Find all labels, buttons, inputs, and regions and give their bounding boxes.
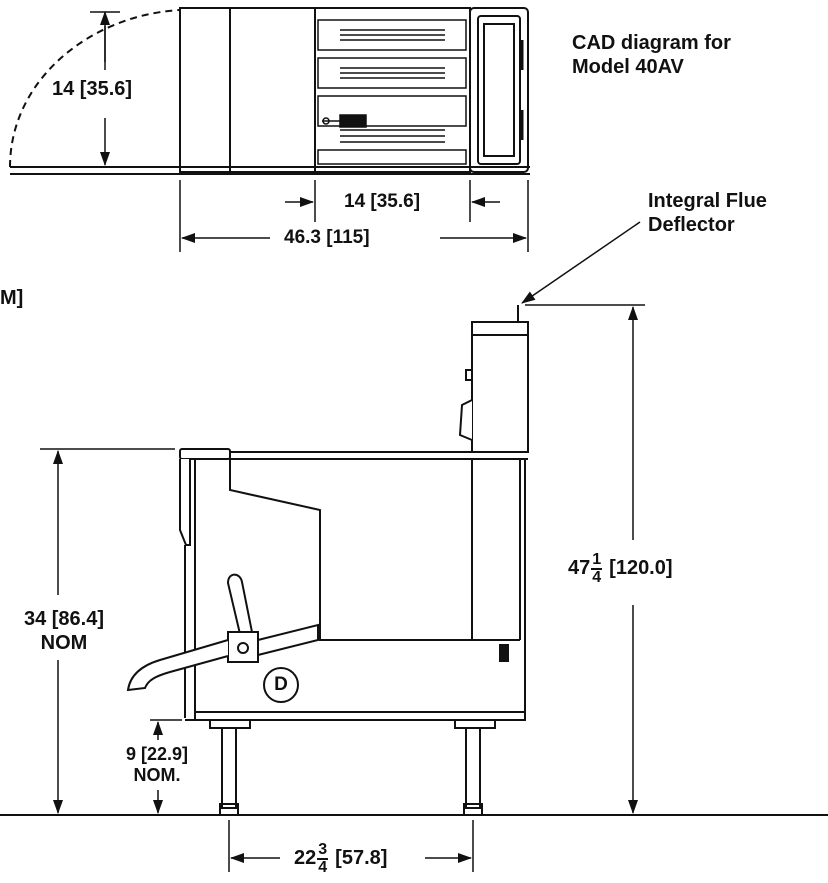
top-view-body <box>179 7 471 173</box>
overall-height-denominator: 4 <box>592 569 602 586</box>
flue-callout-line-2: Deflector <box>648 213 735 236</box>
overall-height-numerator: 1 <box>591 551 603 570</box>
overall-depth-dimension: 46.3 [115] <box>284 227 370 248</box>
title-line-1: CAD diagram for <box>572 32 731 54</box>
rear-leg <box>465 727 481 809</box>
flue-leader <box>521 221 641 304</box>
work-height-line-1: 34 [86.4] <box>23 608 105 630</box>
drain-marker-circle <box>263 667 299 703</box>
basket-slots <box>317 19 467 165</box>
title-line-2: Model 40AV <box>572 55 684 78</box>
overall-height-dimension: 47 1 4 [120.0] <box>568 552 673 586</box>
flue-callout-line-1: Integral Flue <box>648 190 767 212</box>
leg-spacing-whole: 22 <box>294 847 317 870</box>
overall-height-metric: [120.0] <box>609 557 673 580</box>
leg-height-line-2: NOM. <box>133 765 181 786</box>
leg-spacing-fraction: 3 4 <box>317 841 329 876</box>
work-height-dimension: 34 [86.4] NOM <box>10 608 118 655</box>
fryer-top-rim <box>179 448 231 460</box>
top-view <box>9 7 530 175</box>
top-dimensions <box>90 11 529 252</box>
basket-depth-dimension: 14 [35.6] <box>344 191 421 212</box>
drain-valve <box>227 631 259 663</box>
leg-spacing-numerator: 3 <box>317 841 329 860</box>
drain-spout <box>126 639 229 692</box>
diagram-title: CAD diagram for Model 40AV <box>572 32 731 79</box>
side-view <box>0 305 828 816</box>
door-swing-arc <box>9 9 181 168</box>
drain-marker-label: D <box>274 674 288 695</box>
flue-column <box>471 321 529 453</box>
drain-handle <box>226 573 254 636</box>
side-dimensions <box>40 221 645 872</box>
work-height-line-2: NOM <box>40 631 88 654</box>
front-leg <box>221 727 237 809</box>
overall-height-fraction: 1 4 <box>591 551 603 586</box>
flue-callout: Integral Flue Deflector <box>648 190 767 237</box>
leg-spacing-metric: [57.8] <box>335 847 388 870</box>
leg-spacing-dimension: 22 3 4 [57.8] <box>294 842 387 876</box>
top-view-flue <box>469 7 529 173</box>
overall-height-whole: 47 <box>568 557 591 580</box>
cut-off-label: M] <box>0 287 24 309</box>
leg-height-line-1: 9 [22.9] <box>125 744 189 764</box>
leg-height-dimension: 9 [22.9] NOM. <box>108 744 206 786</box>
door-swing-dimension: 14 [35.6] <box>52 78 133 100</box>
leg-spacing-denominator: 4 <box>318 859 328 876</box>
